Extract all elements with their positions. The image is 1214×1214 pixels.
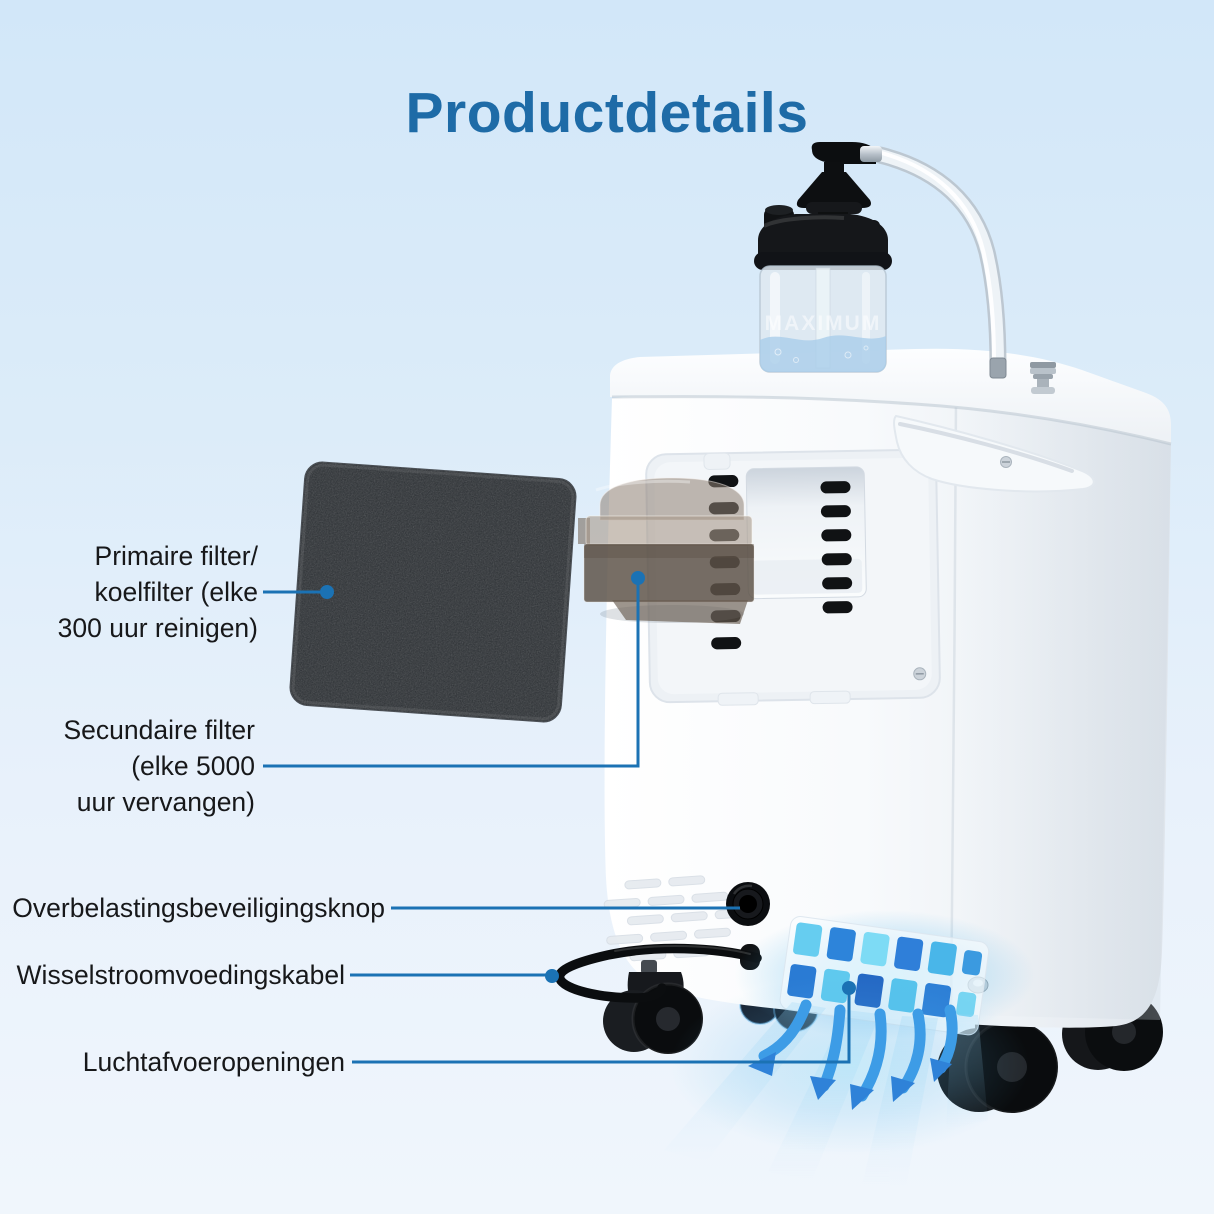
primary-filter-pad bbox=[289, 461, 577, 723]
callout-line: Overbelastingsbeveiligingsknop bbox=[12, 893, 385, 923]
panel-vent-slots-right bbox=[820, 481, 853, 614]
overload-protection-button bbox=[726, 882, 770, 926]
callout-secondary-filter: Secundaire filter (elke 5000 uur vervang… bbox=[64, 712, 256, 820]
callout-primary-filter: Primaire filter/ koelfilter (elke 300 uu… bbox=[58, 538, 258, 646]
callout-line: Secundaire filter bbox=[63, 715, 256, 745]
callout-line: koelfilter (elke bbox=[94, 577, 258, 607]
oxygen-tube bbox=[871, 146, 1007, 379]
handle-recess bbox=[893, 414, 1095, 493]
airflow-arrows bbox=[748, 999, 958, 1110]
callout-air-vents: Luchtafvoeropeningen bbox=[83, 1044, 345, 1080]
secondary-filter-box bbox=[578, 477, 755, 624]
bottle-elbow-connector bbox=[811, 142, 876, 164]
callout-line: uur vervangen) bbox=[76, 787, 255, 817]
callout-line: 300 uur reinigen) bbox=[57, 613, 258, 643]
bottle-watermark-text: MAXIMUM bbox=[765, 312, 882, 335]
leader-line-secondary-filter bbox=[263, 571, 645, 768]
leader-line-air-vents bbox=[352, 981, 856, 1064]
airflow-glow bbox=[670, 975, 1030, 1155]
callout-power-cable: Wisselstroomvoedingskabel bbox=[17, 957, 345, 993]
page-title: Productdetails bbox=[405, 81, 809, 146]
callout-overload-button: Overbelastingsbeveiligingsknop bbox=[12, 890, 385, 926]
callout-line: Wisselstroomvoedingskabel bbox=[16, 960, 345, 990]
leader-line-power-cable bbox=[350, 969, 559, 983]
outlet-nozzle bbox=[1030, 362, 1056, 394]
handle-screw bbox=[1000, 456, 1012, 468]
panel-screw bbox=[913, 667, 927, 681]
callout-line: Luchtafvoeropeningen bbox=[82, 1047, 345, 1077]
leader-line-primary-filter bbox=[263, 585, 334, 599]
callout-line: (elke 5000 bbox=[131, 751, 255, 781]
bottle-water bbox=[760, 335, 886, 372]
callout-line: Primaire filter/ bbox=[94, 541, 258, 571]
humidifier-bottle: MAXIMUM bbox=[754, 142, 892, 373]
bottle-jar: MAXIMUM bbox=[759, 265, 887, 373]
bottle-cap bbox=[758, 214, 888, 258]
